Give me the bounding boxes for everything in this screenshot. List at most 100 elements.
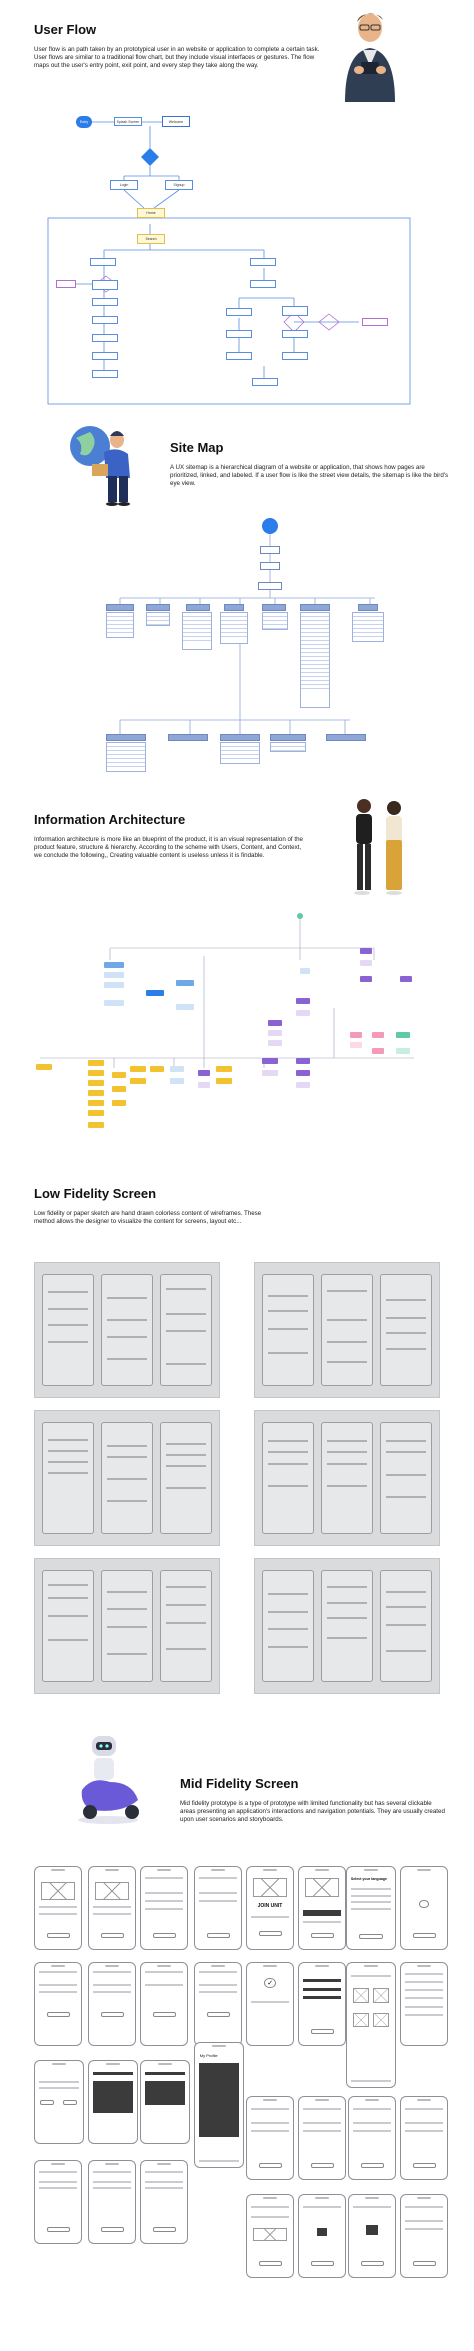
site-map-title: Site Map bbox=[170, 440, 224, 455]
sitemap-node bbox=[186, 604, 210, 611]
sitemap-node bbox=[358, 604, 378, 611]
flow-login-node: Login bbox=[110, 180, 138, 190]
low-fi-description: Low fidelity or paper sketch are hand dr… bbox=[34, 1210, 262, 1225]
ia-node bbox=[112, 1100, 126, 1106]
flow-step-node bbox=[282, 330, 308, 338]
ia-node bbox=[88, 1060, 104, 1066]
ia-node bbox=[170, 1078, 184, 1084]
mid-fi-title: Mid Fidelity Screen bbox=[180, 1776, 299, 1791]
wireframe-screen bbox=[140, 1962, 188, 2046]
flow-entry-node: Entry bbox=[76, 116, 92, 128]
flow-signup-label: Signup bbox=[173, 183, 185, 187]
wireframe-screen bbox=[88, 1866, 136, 1950]
ia-node bbox=[104, 1000, 124, 1006]
ia-node bbox=[130, 1078, 146, 1084]
sitemap-list bbox=[352, 612, 384, 642]
flow-splash-node: Splash Screen bbox=[114, 117, 142, 126]
wireframe-screen bbox=[298, 2096, 346, 2180]
sitemap-node bbox=[270, 734, 306, 741]
sitemap-node bbox=[146, 604, 170, 611]
ia-node bbox=[112, 1072, 126, 1078]
sitemap-node bbox=[258, 582, 282, 590]
flow-step-node bbox=[92, 370, 118, 378]
wireframe-screen bbox=[346, 1962, 396, 2088]
ia-node bbox=[372, 1048, 384, 1054]
wireframe-screen bbox=[400, 2096, 448, 2180]
wireframe-screen bbox=[298, 1962, 346, 2046]
sitemap-node bbox=[224, 604, 244, 611]
robot-scooter-illustration bbox=[78, 1736, 139, 1824]
sitemap-node bbox=[326, 734, 366, 741]
sitemap-list bbox=[220, 742, 260, 764]
flow-welcome-node: Welcome bbox=[162, 116, 190, 127]
flow-step-node bbox=[92, 280, 118, 290]
sitemap-node bbox=[106, 604, 134, 611]
low-fi-title: Low Fidelity Screen bbox=[34, 1186, 157, 1201]
wireframe-screen: Select your language bbox=[346, 1866, 396, 1950]
ia-node bbox=[216, 1066, 232, 1072]
wireframe-screen bbox=[194, 1866, 242, 1950]
sitemap-list bbox=[182, 612, 212, 650]
wireframe-screen: JOIN UNIT bbox=[246, 1866, 294, 1950]
ia-node bbox=[300, 968, 310, 974]
wireframe-screen bbox=[400, 2194, 448, 2278]
character-illustration bbox=[345, 13, 395, 102]
info-arch-description: Information architecture is more like an… bbox=[34, 836, 303, 859]
profile-label: My Profile bbox=[199, 2052, 218, 2058]
ia-node bbox=[372, 1032, 384, 1038]
flow-step-node bbox=[252, 378, 278, 386]
ia-node bbox=[104, 962, 124, 968]
info-arch-title: Information Architecture bbox=[34, 812, 186, 827]
flow-home-label: Home bbox=[146, 211, 156, 215]
ia-node bbox=[112, 1086, 126, 1092]
wireframe-screen bbox=[246, 2194, 294, 2278]
check-icon: ✓ bbox=[267, 1980, 274, 1988]
select-language-label: Select your language bbox=[350, 1876, 387, 1881]
ia-node bbox=[296, 1058, 310, 1064]
wireframe-screen bbox=[88, 1962, 136, 2046]
ia-node bbox=[130, 1066, 146, 1072]
sitemap-node bbox=[106, 734, 146, 741]
flow-welcome-label: Welcome bbox=[168, 119, 184, 124]
wireframe-screen bbox=[246, 2096, 294, 2180]
ia-node bbox=[36, 1064, 52, 1070]
ia-node bbox=[88, 1110, 104, 1116]
site-map-description: A UX sitemap is a hierarchical diagram o… bbox=[170, 464, 449, 487]
sitemap-list bbox=[106, 612, 134, 638]
ia-node bbox=[296, 998, 310, 1004]
flow-step-node bbox=[226, 308, 252, 316]
wireframe-screen bbox=[140, 2160, 188, 2244]
user-flow-title: User Flow bbox=[34, 22, 97, 37]
wireframe-screen bbox=[34, 2160, 82, 2244]
ia-node bbox=[350, 1042, 362, 1048]
ia-node bbox=[360, 948, 372, 954]
sitemap-list bbox=[146, 612, 170, 626]
sitemap-node bbox=[260, 546, 280, 554]
wireframe-screen bbox=[400, 1866, 448, 1950]
ia-node bbox=[262, 1070, 278, 1076]
wireframe-screen bbox=[298, 1866, 346, 1950]
ia-node bbox=[396, 1048, 410, 1054]
ia-node bbox=[350, 1032, 362, 1038]
ia-node bbox=[88, 1090, 104, 1096]
sitemap-list bbox=[300, 612, 330, 708]
flow-step-node bbox=[362, 318, 388, 326]
sitemap-node bbox=[260, 562, 280, 570]
ia-node bbox=[396, 1032, 410, 1038]
sitemap-node bbox=[300, 604, 330, 611]
ia-node bbox=[198, 1070, 210, 1076]
flow-step-node bbox=[282, 352, 308, 360]
mid-fi-description: Mid fidelity prototype is a type of prot… bbox=[180, 1800, 445, 1823]
wireframe-screen bbox=[298, 2194, 346, 2278]
wireframe-screen bbox=[140, 1866, 188, 1950]
ia-node bbox=[176, 1004, 194, 1010]
ia-node bbox=[88, 1100, 104, 1106]
flow-search-node: Search bbox=[137, 234, 165, 244]
flow-step-node bbox=[92, 298, 118, 306]
ia-node bbox=[296, 1070, 310, 1076]
ia-node bbox=[296, 1082, 310, 1088]
wireframe-screen bbox=[348, 2194, 396, 2278]
wireframe-screen bbox=[34, 1962, 82, 2046]
ia-node bbox=[268, 1020, 282, 1026]
wireframe-screen bbox=[140, 2060, 190, 2144]
